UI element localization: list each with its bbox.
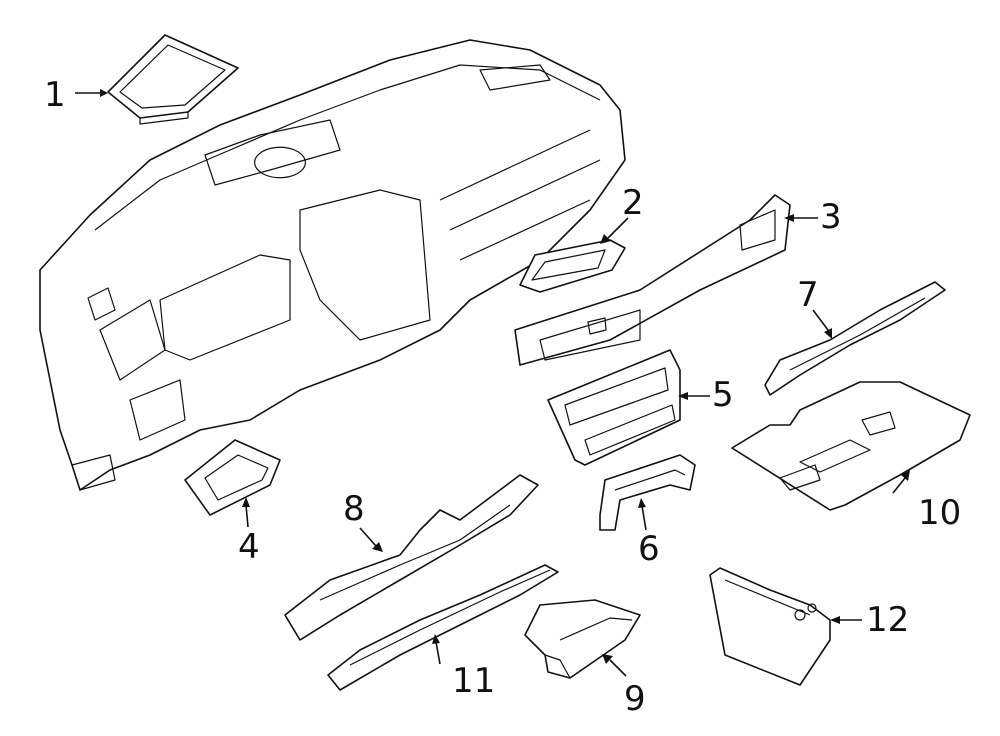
callout-3: 3 — [820, 197, 842, 237]
callout-11: 11 — [452, 661, 496, 701]
callout-5: 5 — [712, 375, 734, 415]
part-12-panel — [709, 567, 831, 686]
callout-7: 7 — [797, 275, 819, 315]
part-2-vent-trim — [519, 239, 626, 293]
part-11-lower-trim — [327, 564, 559, 691]
part-9-bin — [524, 599, 641, 679]
callout-10: 10 — [918, 493, 962, 533]
callout-1: 1 — [44, 75, 66, 115]
callout-12: 12 — [866, 600, 910, 640]
callout-2: 2 — [622, 183, 644, 223]
callout-6: 6 — [638, 529, 660, 569]
part-8-knee-trim — [284, 474, 539, 641]
part-1-tray — [107, 34, 239, 125]
dashboard-main — [39, 39, 626, 491]
callout-9: 9 — [624, 679, 646, 719]
part-10-glovebox-panel — [731, 381, 971, 511]
callout-8: 8 — [343, 489, 365, 529]
leader-lines — [75, 89, 910, 677]
part-5-vent-panel — [547, 349, 681, 466]
part-3-trim-strip — [514, 194, 791, 366]
callout-4: 4 — [238, 527, 260, 567]
part-4-bezel — [184, 439, 281, 516]
part-6-handle — [599, 454, 696, 531]
part-7-bracket — [764, 281, 946, 396]
